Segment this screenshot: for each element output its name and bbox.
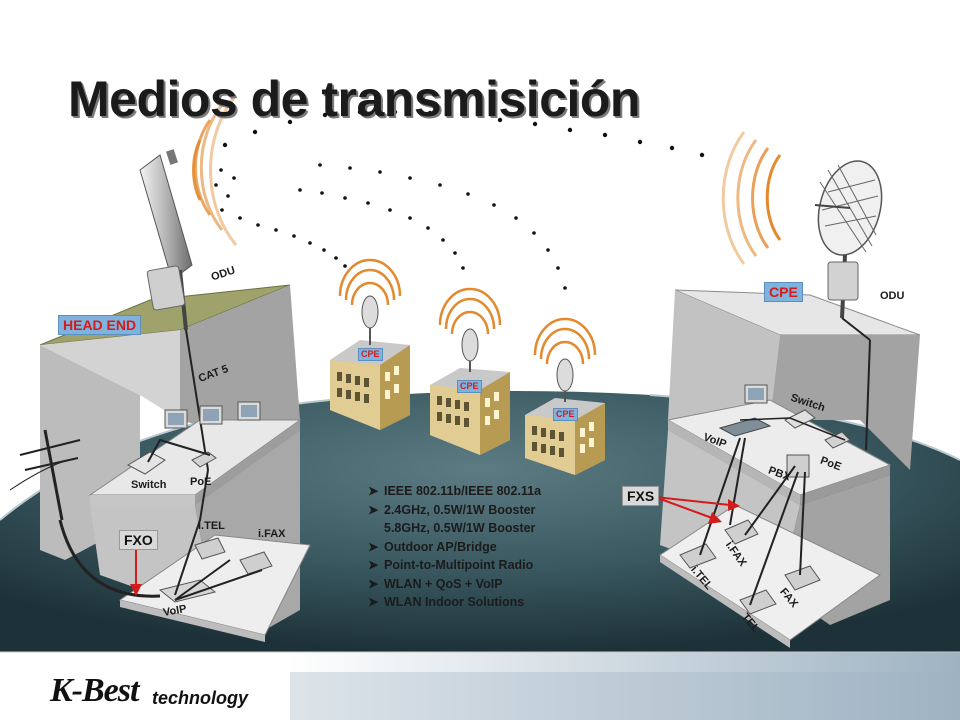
utility-pole [9, 429, 161, 598]
cpe-building-3 [525, 317, 605, 475]
cpe-right-tag: CPE [764, 282, 803, 302]
cpe-building-1 [330, 258, 410, 430]
head-end-tag: HEAD END [58, 315, 142, 335]
fxs-arrows [654, 496, 740, 524]
page-title: Medios de transmisición [68, 71, 640, 127]
itel-left-label: i.TEL [198, 520, 225, 532]
feature-item: ➤IEEE 802.11b/IEEE 802.11a [368, 482, 541, 501]
grid-dish-antenna [721, 131, 883, 451]
brand-suffix: technology [152, 688, 249, 708]
bullet-arrow-icon: ➤ [368, 539, 379, 554]
fxo-tag: FXO [119, 530, 158, 550]
fxs-tag: FXS [622, 486, 660, 506]
switch-left-label: Switch [131, 479, 167, 491]
footer-band [0, 652, 960, 720]
bullet-arrow-icon: ➤ [368, 502, 379, 517]
odu-right-label: ODU [880, 290, 905, 302]
right-equipment [679, 384, 851, 615]
feature-item: ➤WLAN + QoS + VoIP [368, 575, 541, 594]
poe-left-label: PoE [190, 476, 212, 488]
left-equipment [126, 401, 273, 603]
bullet-arrow-icon: ➤ [368, 558, 379, 572]
feature-item: 5.8GHz, 0.5W/1W Booster [384, 521, 536, 535]
sector-antenna [139, 149, 209, 471]
dotted-links [214, 109, 705, 290]
ifax-left-label: i.FAX [258, 528, 286, 540]
brand-logo: K-Best [50, 672, 139, 709]
cpe-building-2 [430, 287, 510, 455]
feature-item: ➤Outdoor AP/Bridge [368, 538, 541, 557]
cpe-tag-building-3: CPE [553, 408, 578, 421]
feature-item: ➤2.4GHz, 0.5W/1W Booster [368, 501, 541, 520]
cpe-tag-building-2: CPE [457, 380, 482, 393]
bullet-arrow-icon: ➤ [368, 484, 379, 498]
cpe-tag-building-1: CPE [358, 348, 383, 361]
bullet-arrow-icon: ➤ [368, 576, 379, 591]
wave-rings-left [192, 94, 238, 246]
bullet-arrow-icon: ➤ [368, 595, 379, 609]
feature-item: ➤Point-to-Multipoint Radio [368, 556, 541, 575]
feature-item: ➤WLAN Indoor Solutions [368, 593, 541, 612]
feature-list: ➤IEEE 802.11b/IEEE 802.11a ➤2.4GHz, 0.5W… [368, 482, 541, 612]
